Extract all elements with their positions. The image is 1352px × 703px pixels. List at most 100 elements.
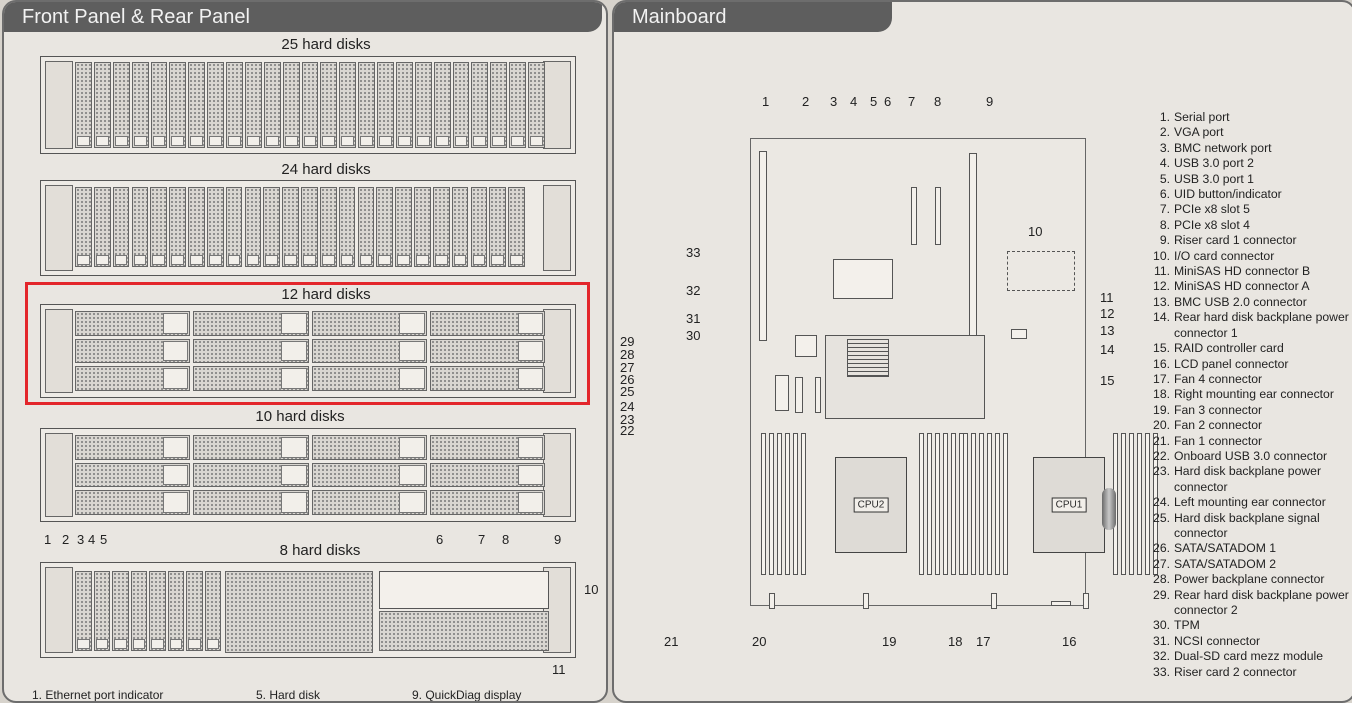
disk-bay: [338, 187, 356, 267]
legend-item: 18.Right mounting ear connector: [1150, 387, 1352, 402]
disk-bay: [193, 338, 309, 364]
chassis-title-12: 12 hard disks: [281, 286, 371, 303]
disk-handle: [162, 492, 189, 513]
callout-25: 25: [620, 384, 635, 399]
disk-bay: [112, 571, 129, 651]
legend-number: 29.: [1153, 587, 1170, 602]
disk-bay: [429, 435, 545, 460]
disk-handle: [152, 255, 166, 265]
disk-handle: [190, 136, 204, 146]
callout-17: 17: [976, 634, 991, 649]
legend-item: 3. BMC network port: [1150, 141, 1352, 156]
disk-handle: [517, 464, 543, 486]
disk-handle: [341, 136, 355, 146]
panel-title: Mainboard: [614, 2, 892, 32]
legend-text: Fan 3 connector: [1174, 402, 1263, 417]
legend-item: 23.Hard disk backplane power connector: [1150, 464, 1352, 495]
disk-bay: [377, 62, 394, 148]
highlight-box: [25, 282, 590, 405]
disk-handle: [132, 639, 145, 649]
disk-handle: [379, 136, 392, 146]
legend-item: 13.BMC USB 2.0 connector: [1150, 295, 1352, 310]
legend-text: Rear hard disk backplane power connector…: [1174, 587, 1349, 617]
disk-bay: [93, 187, 111, 267]
legend-text: Dual-SD card mezz module: [1174, 649, 1324, 664]
callout-5: 5: [100, 532, 108, 547]
legend-number: 14.: [1153, 310, 1170, 325]
legend-text: BMC network port: [1174, 140, 1272, 155]
sata-connectors: [775, 375, 789, 411]
disk-handle: [171, 255, 184, 265]
disk-bay: [193, 435, 309, 460]
heatsink: [847, 339, 889, 377]
blank-panel: [225, 571, 373, 653]
dimm-slot: [777, 433, 782, 575]
disk-handle: [416, 136, 430, 146]
legend-item: 7.PCIe x8 slot 5: [1150, 202, 1352, 217]
legend-text: UID button/indicator: [1174, 187, 1282, 202]
disk-bay: [320, 62, 338, 148]
disk-bay: [75, 490, 191, 515]
callout-32: 32: [686, 283, 701, 298]
disk-bay: [169, 62, 187, 148]
pcie-slot-5: [911, 187, 917, 245]
disk-bays: [75, 571, 221, 651]
disk-bay: [112, 187, 130, 267]
disk-handle: [378, 255, 392, 265]
disk-handle: [399, 313, 425, 334]
backplane-connector: [815, 377, 821, 413]
disk-handle: [162, 313, 189, 334]
legend-item: 26.SATA/SATADOM 1: [1150, 541, 1352, 556]
right-ear: [543, 309, 571, 393]
cpu2-socket: CPU2: [835, 457, 907, 553]
legend-number: 3.: [1159, 140, 1170, 155]
callout-3: 3: [830, 94, 838, 109]
disk-handle: [265, 255, 279, 265]
legend-number: 11.: [1153, 264, 1170, 279]
legend-text: Power backplane connector: [1174, 572, 1325, 587]
legend-item: 8.PCIe x8 slot 4: [1150, 218, 1352, 233]
left-ear: [45, 433, 73, 517]
disk-bay: [311, 490, 427, 515]
legend-number: 21.: [1153, 433, 1170, 448]
disk-handle: [190, 255, 203, 265]
disk-bay: [357, 187, 375, 267]
dimm-slot: [761, 433, 766, 575]
disk-bay: [93, 62, 111, 148]
disk-handle: [434, 255, 448, 265]
legend-number: 20.: [1153, 418, 1170, 433]
disk-bay: [429, 490, 545, 515]
callout-18: 18: [948, 634, 963, 649]
legend-text: Fan 1 connector: [1174, 433, 1263, 448]
chassis-title-8: 8 hard disks: [279, 542, 361, 559]
dimm-slot: [1129, 433, 1134, 575]
disk-bay: [130, 571, 147, 651]
disk-bays: [75, 435, 545, 515]
legend-number: 22.: [1153, 448, 1170, 463]
legend-item: 5. Hard disk: [256, 688, 321, 702]
front-rear-panel: Front Panel & Rear Panel 25 hard disks 2…: [2, 0, 608, 703]
disk-handle: [95, 639, 108, 649]
disk-handle: [303, 255, 316, 265]
disk-bay: [263, 62, 281, 148]
disk-bay: [414, 62, 432, 148]
disk-bay: [414, 187, 431, 267]
disk-handle: [453, 255, 467, 265]
callout-24: 24: [620, 399, 635, 414]
disk-bay: [311, 338, 427, 364]
chassis-8-disks: [40, 562, 576, 658]
legend-number: 27.: [1153, 556, 1170, 571]
disk-bay: [429, 311, 545, 336]
legend-item: 5.USB 3.0 port 1: [1150, 172, 1352, 187]
legend-text: Hard disk backplane signal connector: [1174, 510, 1320, 540]
disk-handle: [246, 136, 260, 146]
disk-handle: [95, 136, 109, 146]
callout-2: 2: [62, 532, 70, 547]
disk-handle: [399, 492, 425, 513]
disk-bay: [432, 187, 450, 267]
disk-handle: [209, 136, 223, 146]
legend-text: Hard disk backplane power connector: [1174, 464, 1322, 494]
legend-number: 15.: [1153, 341, 1170, 356]
callout-28: 28: [620, 347, 635, 362]
